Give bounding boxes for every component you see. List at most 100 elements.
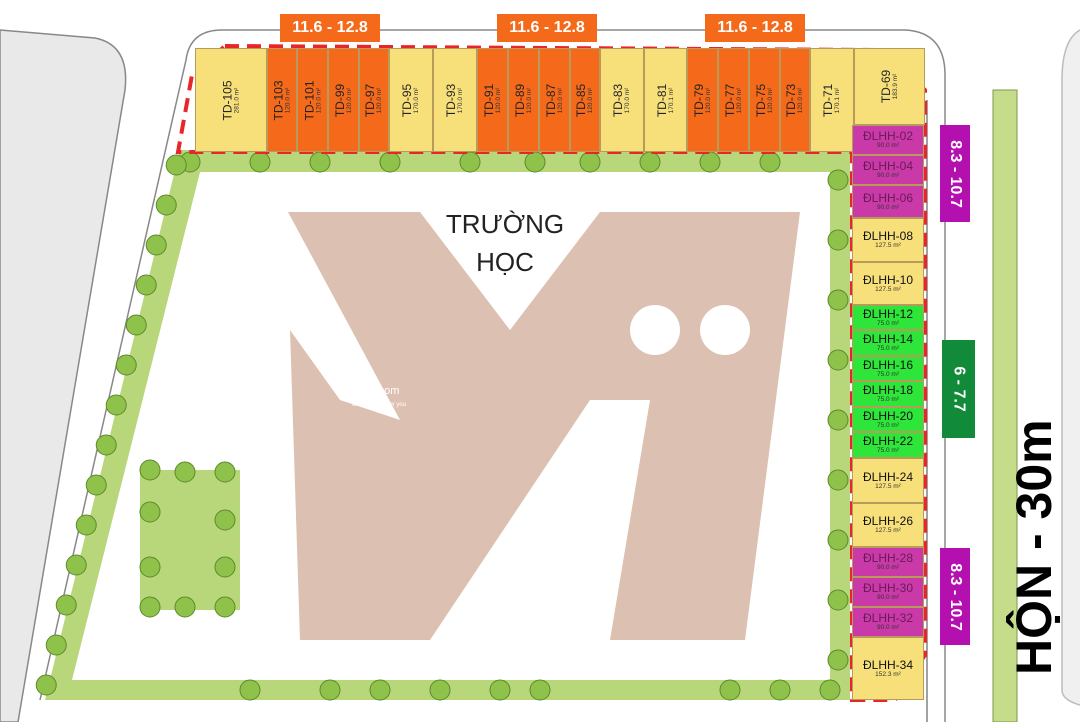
tree-icon (139, 596, 161, 618)
lot-area: 170.1 m² (668, 87, 675, 113)
tree-icon (429, 679, 451, 701)
lot-area: 90.0 m² (876, 564, 900, 571)
lot-name: TD-103 (271, 79, 286, 121)
lot-area: 127.5 m² (875, 285, 901, 293)
tree-icon (759, 151, 781, 173)
lot-area: 152.3 m² (875, 670, 901, 678)
tree-icon (214, 461, 236, 483)
left-road-block (0, 29, 127, 722)
watermark-brand: nhnha.com (345, 385, 400, 397)
lot-name: TD-101 (302, 79, 317, 121)
tree-icon (55, 594, 77, 616)
tree-icon (214, 509, 236, 531)
lot-area: 120.0 m² (557, 87, 564, 113)
tree-icon (827, 529, 849, 551)
lot-name: TD-69 (879, 69, 893, 104)
tree-row (35, 151, 849, 701)
lot-name: ĐLHH-06 (862, 190, 913, 205)
lot-area: 120.0 m² (495, 87, 502, 113)
tree-icon (85, 474, 107, 496)
lot-name: TD-95 (400, 83, 415, 117)
lot-area: 75.0 m² (876, 421, 900, 429)
lot-name: ĐLHH-22 (862, 434, 913, 448)
lot-area: 120.0 m² (284, 87, 292, 113)
tree-icon (827, 589, 849, 611)
lot-area: 90.0 m² (876, 142, 900, 149)
lot-name: ĐLHH-34 (862, 657, 913, 672)
school-label: TRƯỜNG HỌC (420, 205, 590, 281)
lot-name: ĐLHH-10 (862, 272, 913, 287)
tree-icon (379, 151, 401, 173)
price-label-top-3: 11.6 - 12.8 (705, 14, 805, 42)
tree-icon (155, 194, 177, 216)
lot-area: 75.0 m² (876, 319, 900, 327)
tree-icon (174, 461, 196, 483)
tree-icon (827, 349, 849, 371)
lot-name: TD-73 (784, 83, 799, 117)
lot-area: 127.5 m² (875, 242, 901, 249)
lot-name: ĐLHH-20 (862, 408, 913, 423)
median-strip (992, 89, 1018, 722)
lot-name: ĐLHH-28 (862, 551, 913, 565)
lot-name: ĐLHH-08 (862, 229, 913, 243)
site-outline (39, 29, 946, 722)
green-lawn (140, 470, 240, 610)
lot-name: TD-91 (482, 83, 496, 117)
tree-icon (827, 229, 849, 251)
lot-area: 75.0 m² (876, 447, 900, 454)
lot-area: 120.0 m² (346, 87, 353, 113)
tree-icon (309, 151, 331, 173)
lot-name: ĐLHH-16 (862, 357, 913, 372)
tree-icon (719, 679, 741, 701)
school-label-line1: TRƯỜNG (445, 209, 565, 239)
price-label-right-2: 6 - 7.7 (942, 340, 975, 438)
tree-icon (214, 556, 236, 578)
lot-area: 90.0 m² (876, 624, 900, 631)
tree-icon (827, 649, 849, 671)
lot-name: TD-97 (363, 83, 378, 117)
lot-name: ĐLHH-32 (862, 611, 913, 625)
tree-icon (249, 151, 271, 173)
tree-icon (165, 154, 187, 176)
lot-area: 170.0 m² (457, 87, 465, 113)
tree-icon (369, 679, 391, 701)
tree-icon (95, 434, 117, 456)
lot-area: 170.0 m² (624, 87, 632, 113)
